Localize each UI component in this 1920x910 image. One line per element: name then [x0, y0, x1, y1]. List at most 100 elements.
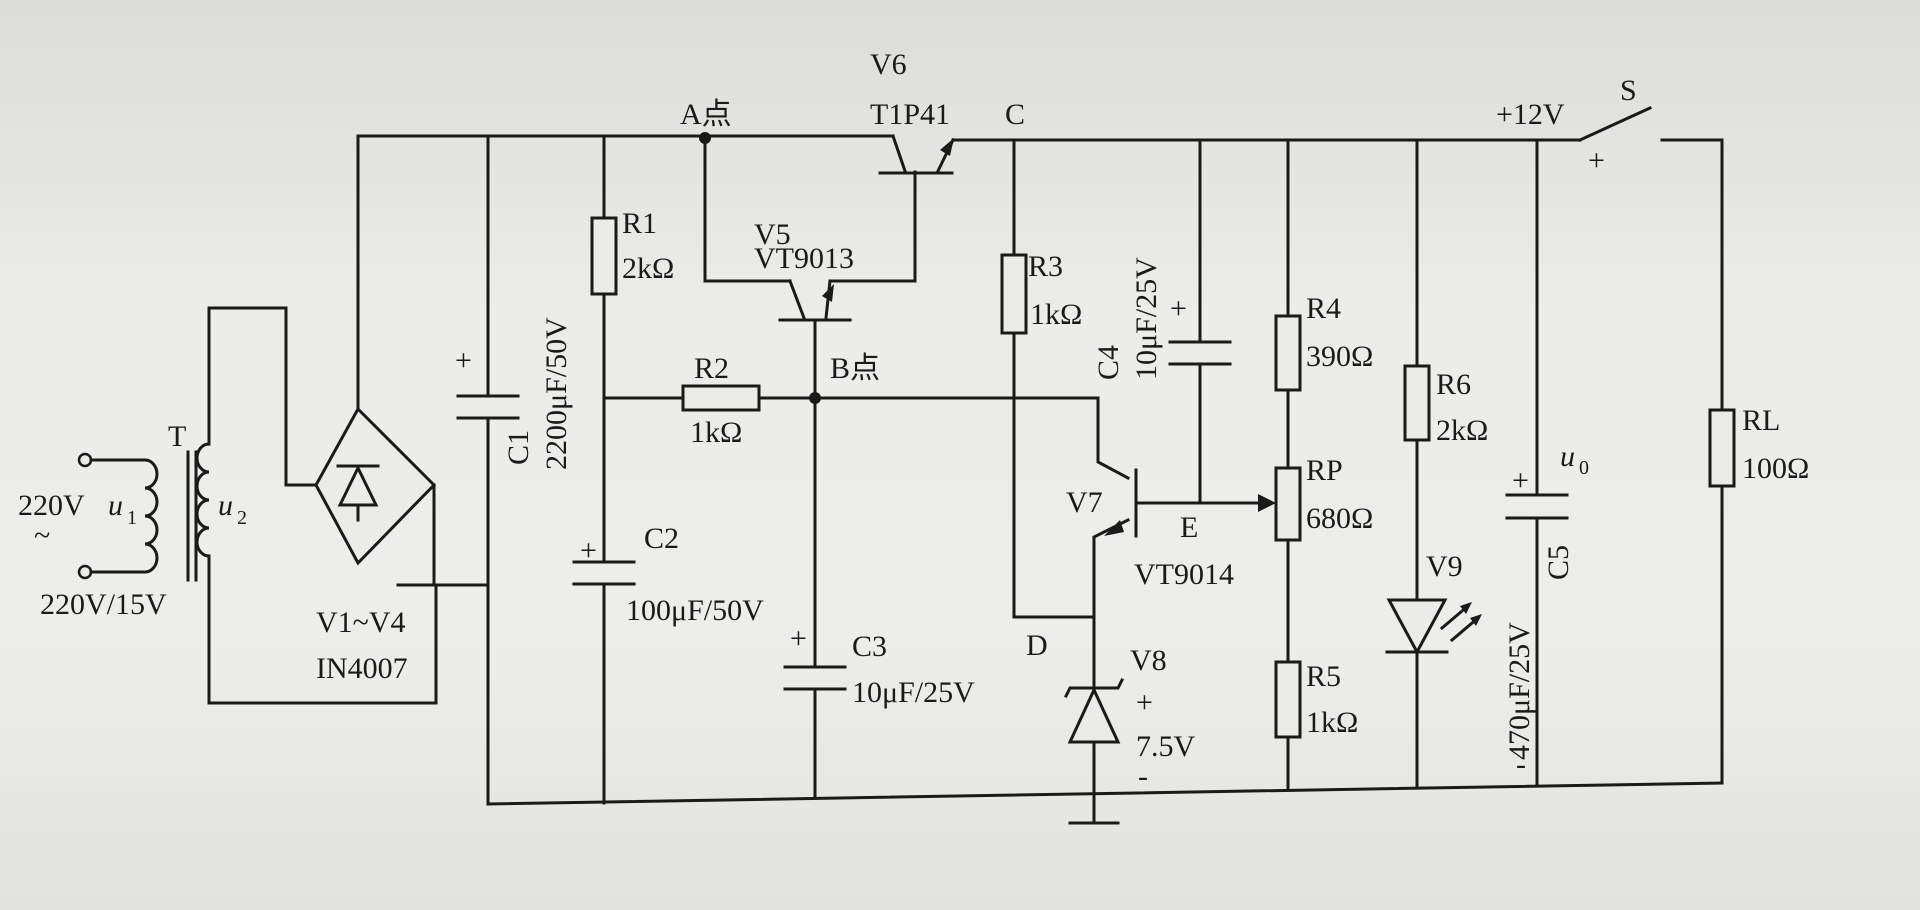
uo-subscript: 0 [1579, 457, 1589, 479]
load-resistor-rl [1708, 408, 1736, 488]
capacitor-c2 [572, 560, 636, 586]
c5-plus: + [1512, 464, 1529, 497]
u2-subscript: 2 [237, 507, 247, 529]
uo-symbol: u [1560, 440, 1575, 473]
r5-value-label: 1kΩ [1306, 706, 1358, 739]
r2-name-label: R2 [694, 352, 729, 385]
u1-symbol: u [108, 489, 123, 522]
c3-value-label: 10μF/25V [852, 676, 975, 709]
rl-name-label: RL [1742, 404, 1780, 437]
r6-name-label: R6 [1436, 368, 1471, 401]
ac-symbol: ~ [34, 519, 50, 552]
r4-value-label: 390Ω [1306, 340, 1373, 373]
c1-name-label: C1 [502, 430, 535, 465]
resistor-r5 [1274, 660, 1302, 739]
capacitor-c5 [1505, 493, 1569, 520]
labels: T 220V u 1 ~ u 2 220V/15V V1~V4 IN4007 +… [18, 48, 1809, 793]
node-d-label: D [1026, 629, 1048, 662]
v5-to-v6-wire [828, 170, 917, 283]
c1-plus: + [455, 344, 472, 377]
switch-s-label: S [1620, 74, 1637, 107]
zener-diode-v8 [1063, 677, 1125, 744]
c1-value-label: 2200μF/50V [540, 317, 573, 470]
wiring [207, 106, 1724, 825]
u1-subscript: 1 [127, 507, 137, 529]
secondary-bottom-wire [207, 556, 438, 705]
r3-value-label: 1kΩ [1030, 298, 1082, 331]
transformer-rating: 220V/15V [40, 588, 167, 621]
node-a-dot [699, 132, 711, 144]
r1-name-label: R1 [622, 207, 657, 240]
secondary-coil [195, 334, 211, 558]
c4-plus: + [1170, 292, 1187, 325]
c3-name-label: C3 [852, 630, 887, 663]
bridge-name-label: V1~V4 [316, 606, 406, 639]
v8-value-label: 7.5V [1136, 730, 1196, 763]
v6-part-label: T1P41 [870, 98, 950, 131]
resistor-r2 [681, 384, 761, 412]
v6-emitter-arrow [940, 138, 954, 156]
r5-name-label: R5 [1306, 660, 1341, 693]
v7-name-label: V7 [1066, 486, 1103, 519]
c4-value-label: 10μF/25V [1130, 257, 1163, 380]
input-terminal-bottom[interactable] [77, 564, 93, 580]
input-terminal-top[interactable] [77, 452, 93, 468]
v7-collector-wire [1096, 396, 1131, 481]
v8-name-label: V8 [1130, 644, 1167, 677]
c2-value-label: 100μF/50V [626, 594, 764, 627]
resistor-r3 [1000, 253, 1028, 335]
v9-name-label: V9 [1426, 550, 1463, 583]
rp-wiper-arrow [1258, 494, 1276, 512]
supply-voltage-label: +12V [1496, 98, 1565, 131]
resistor-r1 [590, 216, 618, 296]
v5-part-label: VT9013 [754, 242, 854, 275]
bridge-rectifier-v1-v4 [314, 406, 437, 566]
c5-minus: - [1516, 748, 1526, 781]
secondary-top-wire [207, 306, 318, 487]
transformer-label: T [168, 420, 186, 453]
r3-to-d-wire [1012, 331, 1096, 619]
node-a-label: A点 [680, 98, 732, 131]
r3-name-label: R3 [1028, 250, 1063, 283]
r2-value-label: 1kΩ [690, 416, 742, 449]
r1-value-label: 2kΩ [622, 252, 674, 285]
rp-name-label: RP [1306, 454, 1343, 487]
zener-bar [1063, 677, 1125, 699]
switch-plus: + [1588, 144, 1605, 177]
node-b-dot [809, 392, 821, 404]
rp-value-label: 680Ω [1306, 502, 1373, 535]
node-e-label: E [1180, 511, 1198, 544]
capacitor-c4 [1168, 340, 1232, 366]
resistor-r6 [1403, 364, 1431, 442]
capacitor-c3 [783, 665, 847, 691]
potentiometer-rp[interactable] [1274, 466, 1302, 542]
v5-emitter-arrow [822, 284, 834, 302]
led-v9 [1385, 598, 1482, 656]
a-node-to-v5-wire [703, 134, 792, 283]
v7-emitter-arrow [1104, 520, 1124, 536]
switch-s-blade[interactable] [1578, 106, 1652, 142]
v7-part-label: VT9014 [1134, 558, 1234, 591]
c4-name-label: C4 [1092, 345, 1125, 380]
transformer-t [77, 334, 211, 582]
c5-value-label: 470μF/25V [1503, 622, 1536, 760]
ground-rail [486, 781, 1724, 806]
rl-top-wire [1660, 138, 1724, 412]
led-triangle [1386, 598, 1448, 656]
primary-coil [144, 458, 159, 574]
bridge-diamond [314, 406, 437, 566]
transistor-v5 [778, 279, 852, 322]
v8-plus: + [1136, 686, 1153, 719]
v5-collector [788, 279, 806, 320]
light-arrow-1 [1460, 602, 1472, 614]
u1-value-label: 220V [18, 489, 85, 522]
node-b-label: B点 [830, 352, 880, 385]
r6-value-label: 2kΩ [1436, 414, 1488, 447]
u2-symbol: u [218, 489, 233, 522]
light-arrow-2 [1470, 614, 1482, 626]
r4-name-label: R4 [1306, 292, 1341, 325]
v5-name-label: V5 [754, 218, 791, 251]
c5-name-label: C5 [1542, 545, 1575, 580]
